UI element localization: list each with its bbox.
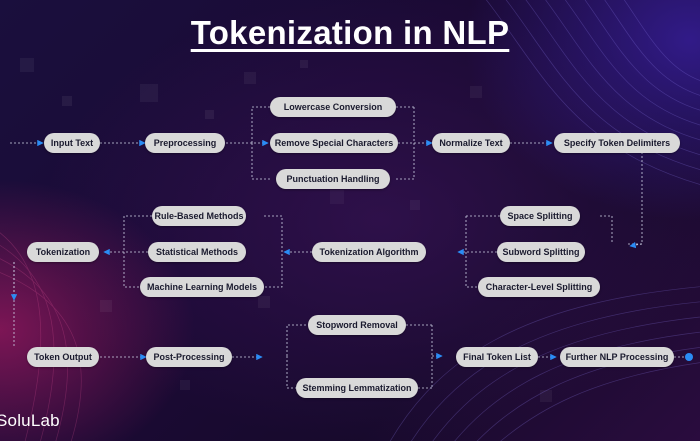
brand-logo: SoluLab	[0, 411, 60, 430]
node-rule-based-methods: Rule-Based Methods	[152, 206, 246, 226]
node-space-splitting: Space Splitting	[500, 206, 580, 226]
node-subword-splitting: Subword Splitting	[497, 242, 585, 262]
end-point-dot	[685, 353, 693, 361]
node-punctuation-handling: Punctuation Handling	[276, 169, 390, 189]
node-post-processing: Post-Processing	[146, 347, 232, 367]
node-specify-token-delimiters: Specify Token Delimiters	[554, 133, 680, 153]
node-final-token-list: Final Token List	[456, 347, 538, 367]
node-preprocessing: Preprocessing	[145, 133, 225, 153]
diagram-title: Tokenization in NLP	[190, 14, 510, 51]
node-lowercase-conversion: Lowercase Conversion	[270, 97, 396, 117]
node-character-level-splitting: Character-Level Splitting	[478, 277, 600, 297]
connector-methods-branch	[123, 215, 283, 288]
node-input-text: Input Text	[44, 133, 100, 153]
node-stemming-lemmatization: Stemming Lemmatization	[296, 378, 418, 398]
node-machine-learning-models: Machine Learning Models	[140, 277, 264, 297]
node-tokenization: Tokenization	[27, 242, 99, 262]
connector-delimiters-down	[628, 152, 643, 245]
connector-postprocess-branch	[286, 324, 433, 389]
node-further-nlp-processing: Further NLP Processing	[560, 347, 674, 367]
node-tokenization-algorithm: Tokenization Algorithm	[312, 242, 426, 262]
node-token-output: Token Output	[27, 347, 99, 367]
node-stopword-removal: Stopword Removal	[308, 315, 406, 335]
node-normalize-text: Normalize Text	[432, 133, 510, 153]
node-remove-special-characters: Remove Special Characters	[270, 133, 398, 153]
node-statistical-methods: Statistical Methods	[148, 242, 246, 262]
connector-splitting-branch	[465, 215, 613, 288]
